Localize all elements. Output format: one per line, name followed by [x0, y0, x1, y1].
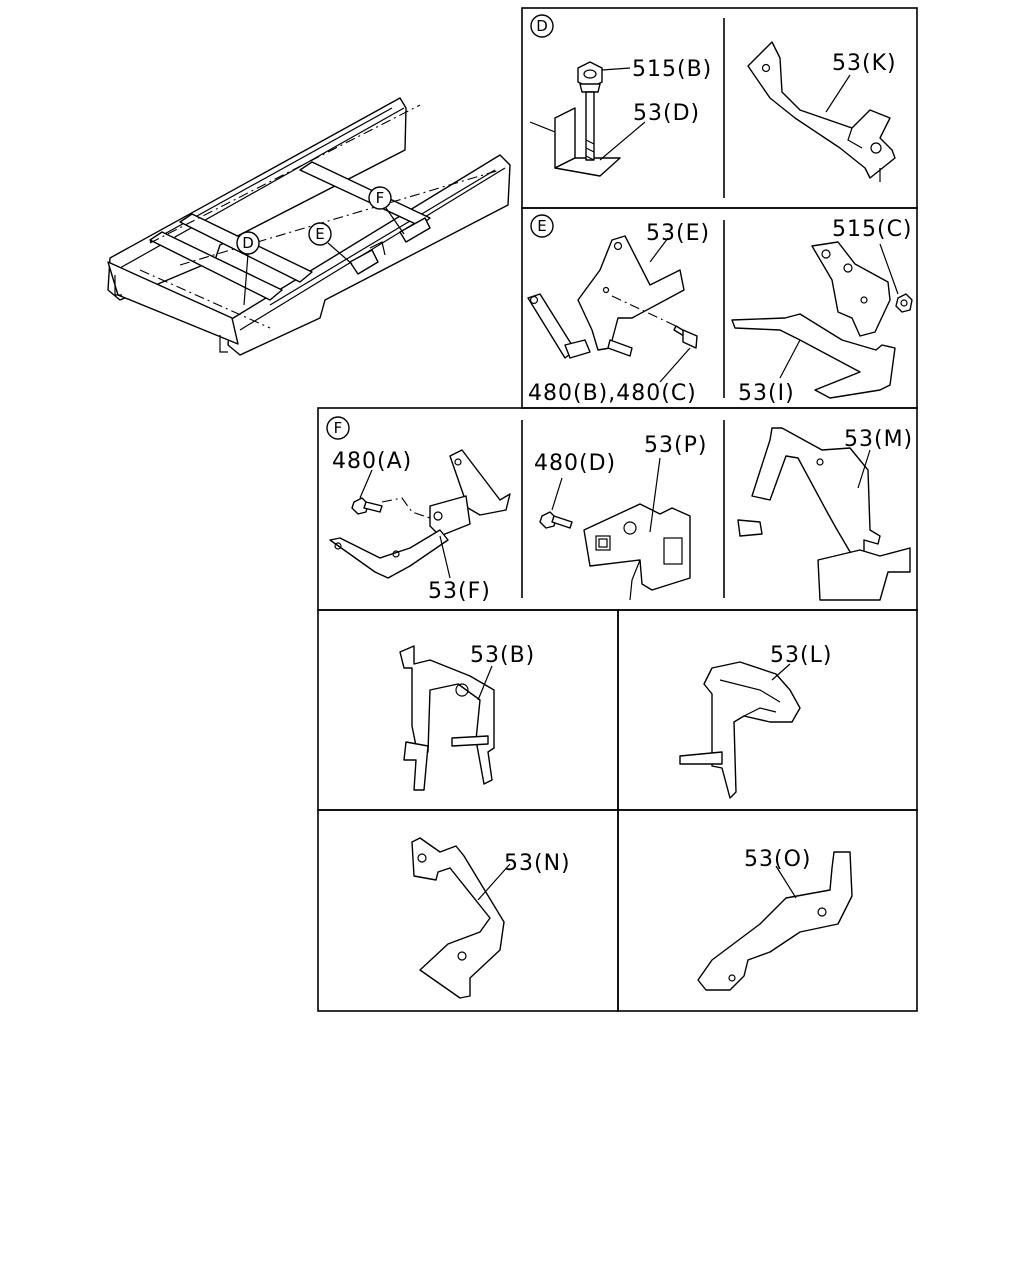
bracket-53b	[399, 645, 495, 791]
section-d-frame	[521, 7, 918, 209]
bracket-53e	[527, 235, 685, 359]
label-53i: 53(I)	[738, 381, 795, 406]
svg-text:E: E	[315, 225, 324, 243]
bolts-480bc	[607, 295, 698, 357]
chassis-frame-overview	[107, 97, 511, 356]
overview-marker-e: E	[308, 222, 353, 265]
bracket-53d	[529, 91, 621, 177]
label-480d: 480(D)	[534, 451, 616, 476]
label-53n: 53(N)	[504, 851, 571, 876]
section-f-marker: F	[326, 416, 350, 440]
bracket-53f	[329, 449, 511, 579]
bracket-53i	[731, 241, 896, 399]
label-53o: 53(O)	[744, 847, 811, 872]
bracket-53o	[697, 851, 853, 991]
overview-marker-d: D	[236, 231, 260, 306]
label-515c: 515(C)	[832, 217, 913, 242]
label-53k: 53(K)	[832, 51, 897, 76]
label-515b: 515(B)	[632, 57, 712, 82]
overview-marker-f: F	[368, 186, 405, 235]
svg-text:D: D	[242, 234, 254, 252]
svg-text:E: E	[537, 217, 546, 235]
nut-515b	[577, 61, 603, 93]
bracket-53k	[747, 41, 896, 182]
label-53d: 53(D)	[633, 101, 700, 126]
label-53e: 53(E)	[646, 221, 710, 246]
label-53p: 53(P)	[644, 433, 707, 458]
label-53l: 53(L)	[770, 643, 832, 668]
label-480a: 480(A)	[332, 449, 412, 474]
bracket-53n	[411, 837, 505, 999]
bracket-53p	[583, 503, 691, 601]
svg-text:F: F	[376, 189, 385, 207]
nut-515c	[895, 293, 913, 313]
section-e-marker: E	[530, 214, 554, 238]
bracket-53l	[679, 661, 801, 799]
label-53f: 53(F)	[428, 579, 491, 604]
label-53b: 53(B)	[470, 643, 535, 668]
label-53m: 53(M)	[844, 427, 913, 452]
section-d-marker: D	[530, 14, 554, 38]
bolt-480a	[351, 497, 383, 515]
bolt-480d	[539, 511, 573, 529]
svg-text:D: D	[536, 17, 548, 35]
panel-b-frame	[317, 609, 619, 811]
label-480bc: 480(B),480(C)	[528, 381, 697, 406]
bracket-53m	[737, 427, 911, 601]
svg-text:F: F	[334, 419, 343, 437]
panel-o-frame	[617, 809, 918, 1012]
